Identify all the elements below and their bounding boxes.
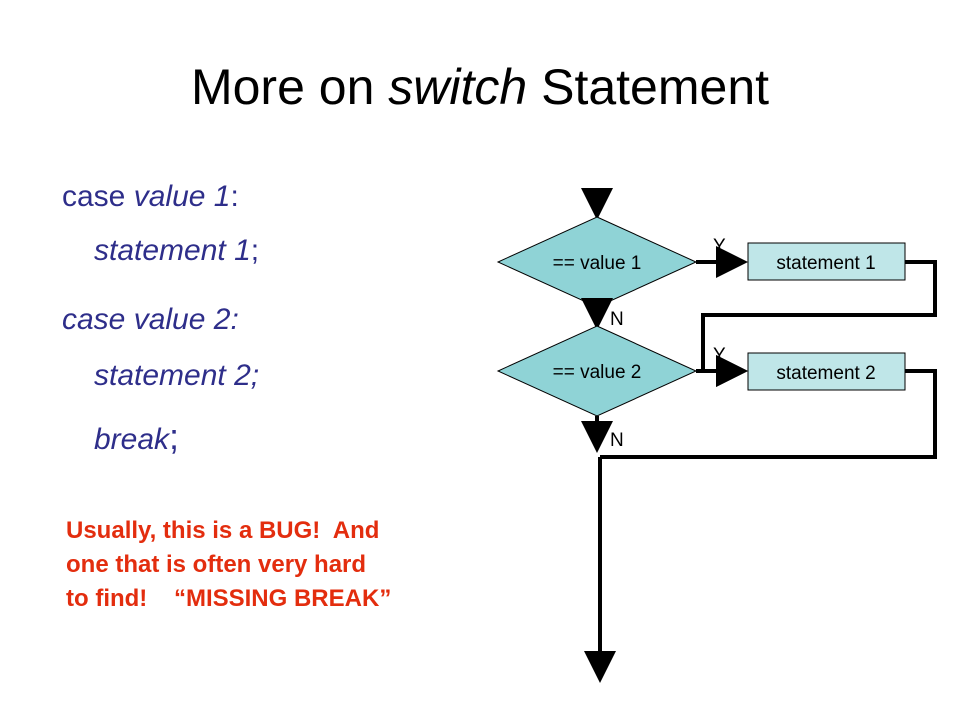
break-keyword: break — [94, 423, 170, 456]
title-keyword: switch — [388, 59, 528, 115]
colon: : — [230, 180, 239, 213]
title-suffix: Statement — [527, 59, 770, 115]
no-2-label: N — [610, 430, 624, 451]
case-keyword: case — [62, 180, 134, 213]
statement-1-text: statement 1 — [94, 234, 251, 267]
note-line-1: Usually, this is a BUG! And — [66, 517, 380, 544]
break-semicolon: ; — [169, 416, 180, 457]
yes-2-label: Y — [713, 345, 726, 366]
code-line-statement-1: statement 1; — [94, 234, 259, 268]
statement-2-label: statement 2 — [776, 363, 875, 384]
slide-title: More on switch Statement — [0, 58, 960, 116]
semicolon: ; — [250, 234, 260, 267]
code-line-statement-2: statement 2; — [94, 359, 260, 392]
no-1-label: N — [610, 309, 624, 330]
statement-1-box — [747, 242, 906, 281]
note-line-3: to find! “MISSING BREAK” — [66, 585, 392, 612]
break-path — [600, 369, 937, 459]
code-line-case-2: case value 2: — [62, 303, 239, 336]
statement-2-box — [747, 352, 906, 391]
code-line-break: break; — [94, 416, 179, 458]
code-line-case-1: case value 1: — [62, 180, 239, 214]
condition-1-label: == value 1 — [553, 253, 642, 274]
title-prefix: More on — [190, 59, 389, 115]
statement-1-label: statement 1 — [776, 253, 875, 274]
bug-note: Usually, this is a BUG! And one that is … — [66, 514, 391, 616]
condition-2-label: == value 2 — [553, 362, 642, 383]
case-value-1: value 1 — [133, 180, 231, 213]
note-line-2: one that is often very hard — [66, 551, 367, 578]
yes-1-label: Y — [713, 236, 726, 257]
